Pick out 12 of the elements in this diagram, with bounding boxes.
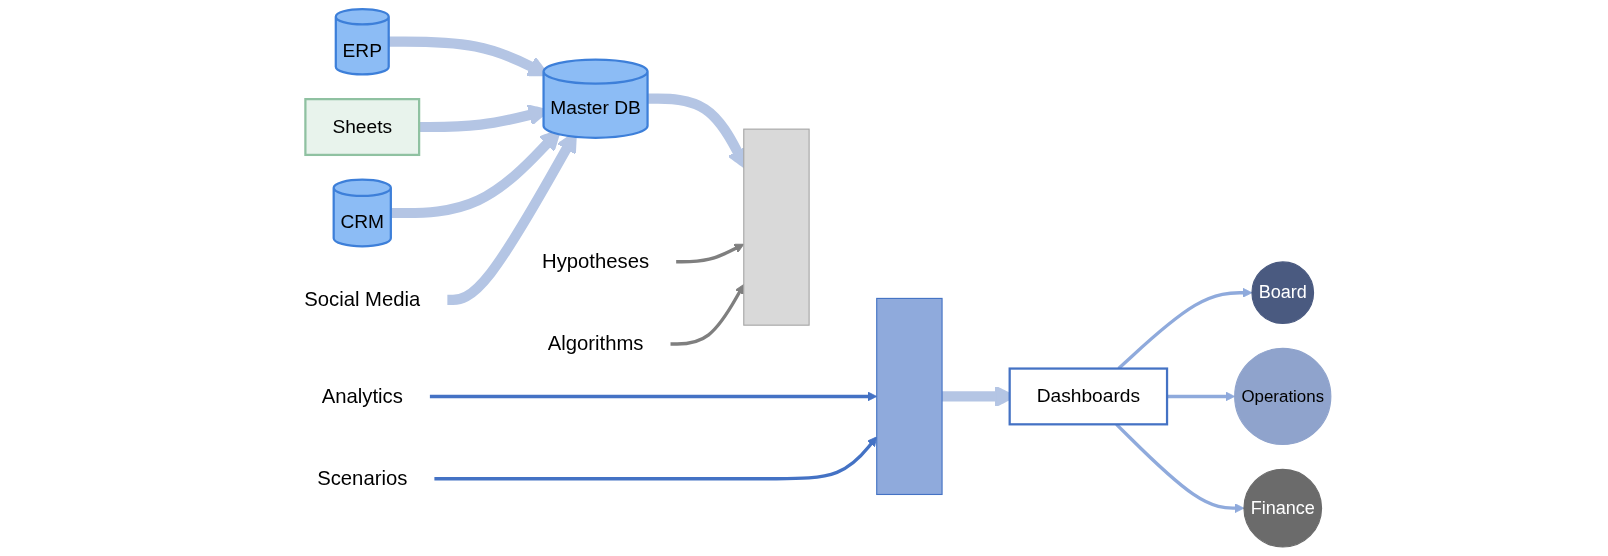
node-text: Analytics	[321, 384, 403, 408]
node-text: Scenarios	[317, 466, 408, 490]
node-box	[304, 98, 421, 157]
node-circle	[1243, 468, 1323, 548]
node-bar	[743, 128, 810, 326]
node-circle	[1234, 347, 1332, 446]
node-bar	[876, 297, 943, 496]
node-box	[1008, 367, 1169, 426]
node-text: Social Media	[304, 288, 421, 311]
node-circle	[1251, 261, 1315, 325]
node-text: Hypotheses	[542, 249, 650, 273]
node-text: Algorithms	[547, 332, 644, 355]
